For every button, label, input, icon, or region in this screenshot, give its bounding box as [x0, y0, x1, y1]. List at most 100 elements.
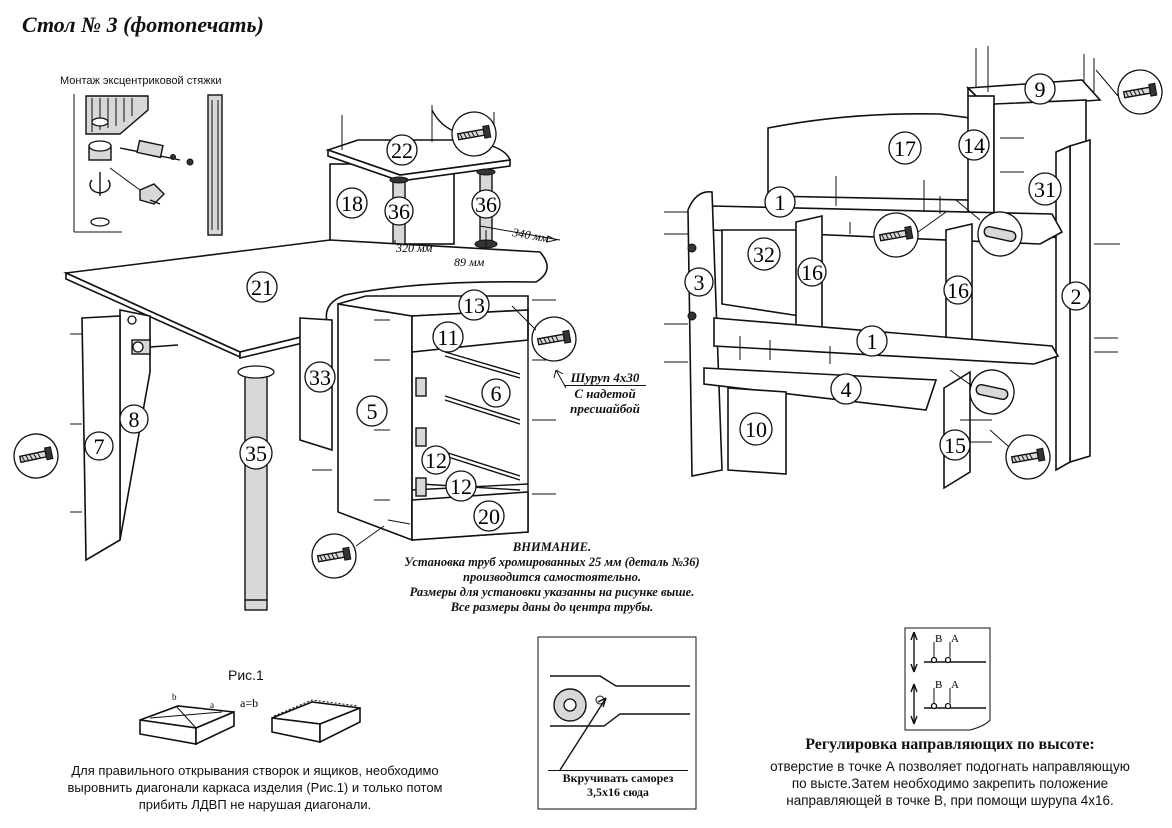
tabletop-21 — [63, 239, 548, 353]
panel-3 — [687, 191, 723, 477]
svg-text:7: 7 — [94, 434, 105, 459]
screw-icon — [873, 212, 919, 258]
part-label-36: 36 — [384, 196, 414, 226]
part-label-2: 2 — [1061, 281, 1091, 311]
fig1-text-line: прибить ЛДВП не нарушая диагонали. — [138, 797, 372, 812]
adjust-title: Регулировка направляющих по высоте: — [805, 736, 1095, 753]
part-label-33: 33 — [304, 361, 336, 393]
svg-text:3: 3 — [694, 270, 705, 295]
panel-14 — [967, 95, 995, 229]
fig1-text: Для правильного открывания створок и ящи… — [20, 762, 490, 813]
svg-text:6: 6 — [491, 381, 502, 406]
svg-text:36: 36 — [475, 192, 497, 217]
svg-text:22: 22 — [391, 138, 413, 163]
adjust-b: B — [935, 633, 942, 645]
shelf-4 — [703, 367, 938, 411]
handle-icon — [977, 211, 1023, 257]
screw-note-line: С надетой — [574, 386, 636, 401]
part-label-21: 21 — [246, 271, 278, 303]
part-label-13: 13 — [458, 289, 490, 321]
part-label-18: 18 — [336, 187, 368, 219]
attention-note: ВНИМАНИЕ. Установка труб хромированных 2… — [362, 540, 742, 615]
part-label-20: 20 — [473, 500, 505, 532]
svg-text:2: 2 — [1071, 284, 1082, 309]
part-label-7: 7 — [84, 431, 114, 461]
part-labels: 22 18 36 36 21 13 1 1 33 6 5 8 7 35 12 12… — [84, 73, 1091, 532]
part-label-17: 17 — [888, 131, 922, 165]
part-label-1: 1 — [764, 186, 796, 218]
screw-note: Шуруп 4х30 С надетой пресшайбой — [564, 370, 646, 416]
page-title: Стол № 3 (фотопечать) — [22, 12, 264, 37]
svg-text:31: 31 — [1034, 177, 1056, 202]
svg-text:20: 20 — [478, 504, 500, 529]
attention-line: Установка труб хромированных 25 мм (дета… — [404, 555, 700, 569]
eccentric-caption: Монтаж эксцентриковой стяжки — [60, 75, 222, 87]
svg-text:33: 33 — [309, 365, 331, 390]
svg-text:12: 12 — [425, 448, 447, 473]
part-label-12: 12 — [421, 445, 451, 475]
adjust-a: A — [951, 633, 959, 645]
dimension-texts: 340 мм 320 мм 89 мм — [395, 225, 550, 269]
part-label-31: 31 — [1028, 172, 1062, 206]
adjust-text-line: по высте.Затем необходимо закрепить поло… — [791, 776, 1109, 791]
adjust-text-line: направляющей в точке В, при помощи шуруп… — [786, 793, 1114, 808]
panel-17 — [767, 112, 971, 201]
adjust-text: отверстие в точке А позволяет подогнать … — [730, 758, 1170, 809]
adjust-a2: A — [951, 679, 959, 691]
adjust-b2: B — [935, 679, 942, 691]
svg-text:35: 35 — [245, 441, 267, 466]
part-label-12: 12 — [445, 470, 477, 502]
screw-note-line: Шуруп 4х30 — [564, 370, 646, 386]
screw-icon — [451, 111, 497, 157]
guide-box-text: Вкручивать саморез 3,5х16 сюда — [548, 770, 688, 799]
dimension-89: 89 мм — [454, 255, 485, 269]
svg-text:21: 21 — [251, 275, 273, 300]
fig1-a: a — [210, 700, 214, 710]
fig1-text-line: выровнить диагонали каркаса изделия (Рис… — [67, 780, 443, 795]
svg-text:15: 15 — [944, 433, 966, 458]
guide-text-line: Вкручивать саморез — [548, 770, 688, 785]
part-label-14: 14 — [958, 129, 990, 161]
part-label-16: 16 — [943, 275, 973, 305]
handle-icon — [969, 369, 1015, 415]
part-label-9: 9 — [1024, 73, 1056, 105]
svg-text:16: 16 — [801, 260, 823, 285]
screw-icon — [311, 533, 357, 579]
part-label-5: 5 — [356, 395, 388, 427]
adjustment-detail-box: B A B A — [904, 627, 991, 731]
svg-text:36: 36 — [388, 199, 410, 224]
attention-line: производится самостоятельно. — [463, 570, 641, 584]
part-label-3: 3 — [684, 267, 714, 297]
part-label-8: 8 — [119, 404, 149, 434]
fig1-formula: a=b — [240, 696, 258, 710]
svg-text:5: 5 — [367, 399, 378, 424]
fig1-b: b — [172, 692, 177, 702]
fig1-label: Рис.1 — [228, 667, 264, 683]
part-label-22: 22 — [386, 134, 418, 166]
screw-icon — [13, 433, 59, 479]
part-label-15: 15 — [939, 429, 971, 461]
part-label-6: 6 — [481, 378, 511, 408]
adjust-text-line: отверстие в точке А позволяет подогнать … — [770, 759, 1130, 774]
svg-text:14: 14 — [963, 133, 985, 158]
fig1-drawing: b a a=b — [139, 692, 361, 746]
part-label-32: 32 — [747, 237, 781, 271]
screw-icon — [531, 316, 577, 362]
svg-text:10: 10 — [745, 417, 767, 442]
superstructure-assembly — [664, 46, 1120, 490]
svg-text:13: 13 — [463, 293, 485, 318]
svg-text:17: 17 — [894, 136, 916, 161]
part-label-4: 4 — [830, 373, 862, 405]
part-label-1: 1 — [856, 325, 888, 357]
screw-icon — [1005, 434, 1051, 480]
svg-text:32: 32 — [753, 242, 775, 267]
part-label-10: 10 — [739, 412, 773, 446]
svg-text:12: 12 — [450, 474, 472, 499]
svg-text:9: 9 — [1035, 77, 1046, 102]
svg-text:16: 16 — [947, 278, 969, 303]
svg-text:8: 8 — [129, 407, 140, 432]
screw-note-line: пресшайбой — [570, 401, 640, 416]
panel-20 — [411, 491, 529, 541]
guide-text-line: 3,5х16 сюда — [587, 785, 649, 799]
